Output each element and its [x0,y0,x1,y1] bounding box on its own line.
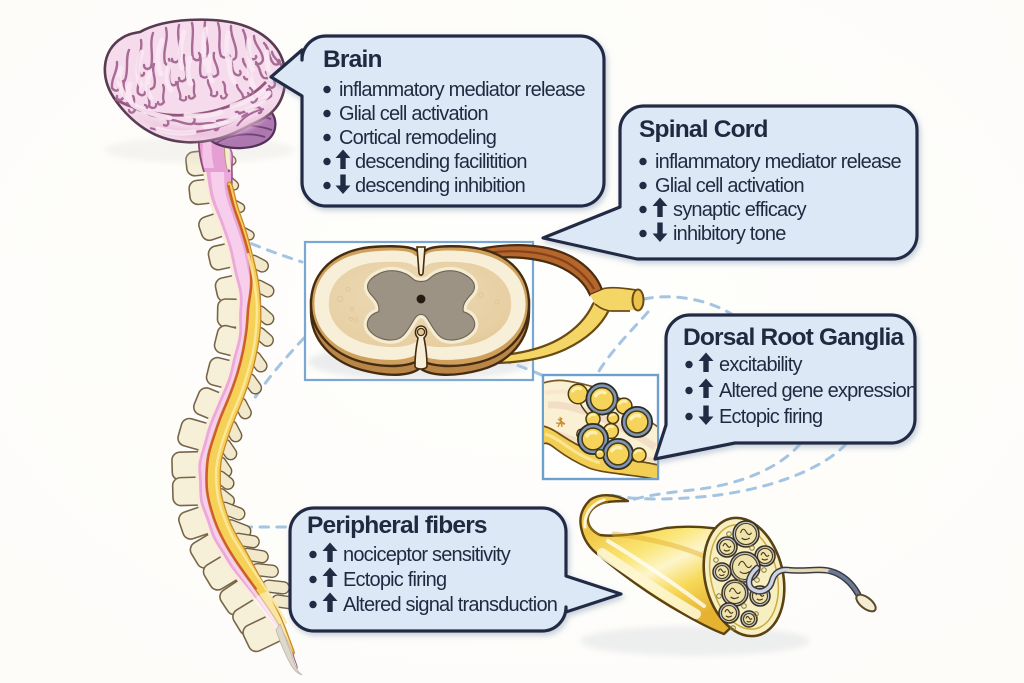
svg-text:excitability: excitability [719,354,802,376]
svg-text:Glial cell activation: Glial cell activation [339,103,488,125]
svg-text:nociceptor sensitivity: nociceptor sensitivity [343,544,511,566]
svg-text:Cortical remodeling: Cortical remodeling [339,127,496,149]
svg-text:Peripheral fibers: Peripheral fibers [307,512,487,539]
svg-text:Altered signal transduction: Altered signal transduction [343,594,557,616]
svg-text:Dorsal Root Ganglia: Dorsal Root Ganglia [683,324,904,351]
svg-text:inhibitory tone: inhibitory tone [673,223,786,245]
svg-text:descending inhibition: descending inhibition [355,175,525,197]
svg-text:Ectopic firing: Ectopic firing [343,569,446,591]
svg-text:Brain: Brain [323,46,382,73]
svg-text:synaptic efficacy: synaptic efficacy [673,199,807,221]
svg-text:descending facilitition: descending facilitition [355,151,527,173]
svg-text:Altered gene expression: Altered gene expression [719,380,916,402]
svg-text:Glial cell activation: Glial cell activation [655,175,804,197]
svg-text:inflammatory mediator release: inflammatory mediator release [655,151,901,173]
svg-text:Spinal Cord: Spinal Cord [639,116,768,143]
svg-text:Ectopic firing: Ectopic firing [719,406,822,428]
svg-text:inflammatory mediator release: inflammatory mediator release [339,79,585,101]
